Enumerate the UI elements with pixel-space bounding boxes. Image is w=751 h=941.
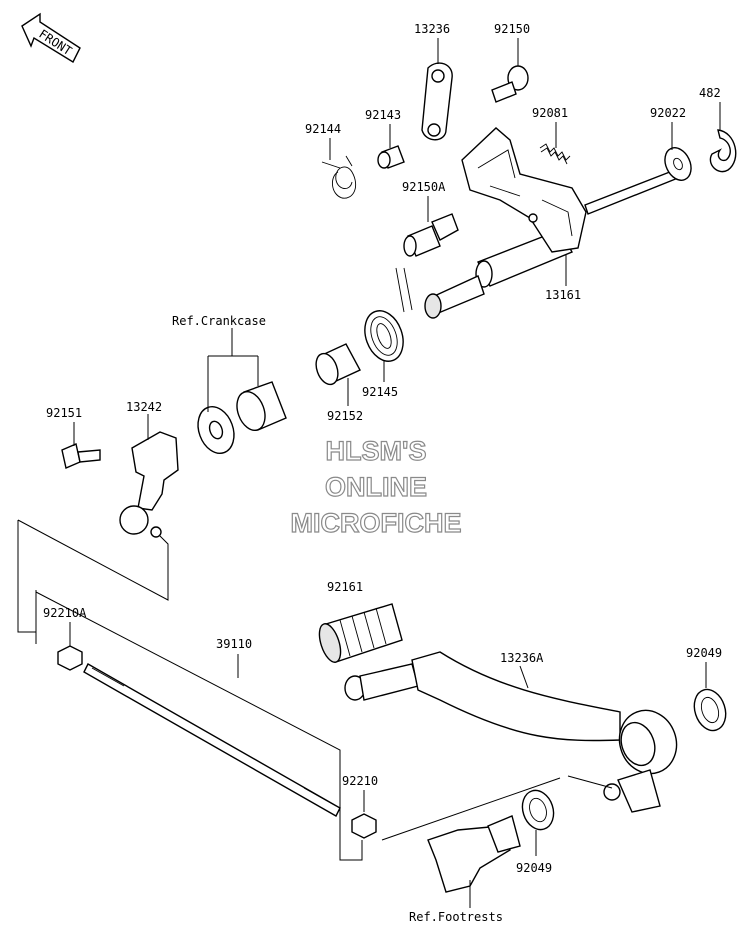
shift-lever-13242 xyxy=(119,431,179,538)
return-spring-92145 xyxy=(364,267,413,362)
label-92144: 92144 xyxy=(305,122,341,136)
shift-mechanism-arm xyxy=(461,127,587,253)
label-92152: 92152 xyxy=(327,409,363,423)
label-ref-footrests: Ref.Footrests xyxy=(409,910,503,924)
bolt-92150 xyxy=(491,65,529,103)
label-92022: 92022 xyxy=(650,106,686,120)
bushing-92152 xyxy=(315,343,361,386)
seal-92049-top xyxy=(693,688,727,732)
circlip-482 xyxy=(709,129,737,173)
front-arrow-icon: FRONT xyxy=(21,12,81,63)
seal-92049-bottom xyxy=(521,789,555,831)
label-13236A: 13236A xyxy=(500,651,544,665)
shift-shaft-13161 xyxy=(424,167,684,319)
footrest-bracket xyxy=(427,815,521,893)
nut-92210A xyxy=(57,645,83,671)
label-92161: 92161 xyxy=(327,580,363,594)
watermark-line2: ONLINE xyxy=(325,472,427,502)
label-92143: 92143 xyxy=(365,108,401,122)
label-13242: 13242 xyxy=(126,400,162,414)
label-92049-top: 92049 xyxy=(686,646,722,660)
pedal-rubber-92161 xyxy=(318,603,403,663)
bolt-92150A xyxy=(403,213,459,257)
label-92210: 92210 xyxy=(342,774,378,788)
label-92151: 92151 xyxy=(46,406,82,420)
watermark: HLSM'S ONLINE MICROFICHE xyxy=(290,435,462,538)
pedal-lever-13236A xyxy=(344,651,678,813)
link-arm-13236 xyxy=(421,62,453,141)
label-92049-bottom: 92049 xyxy=(516,861,552,875)
label-482: 482 xyxy=(699,86,721,100)
label-92210A: 92210A xyxy=(43,606,87,620)
bolt-92151 xyxy=(61,443,101,469)
label-39110: 39110 xyxy=(216,637,252,651)
label-13236: 13236 xyxy=(414,22,450,36)
label-ref-crankcase: Ref.Crankcase xyxy=(172,314,266,328)
washer-92022 xyxy=(664,147,692,181)
collar-92143 xyxy=(377,145,405,169)
spring-92081 xyxy=(539,143,571,165)
watermark-line3: MICROFICHE xyxy=(291,508,462,538)
tie-rod-39110 xyxy=(83,663,341,817)
label-92150A: 92150A xyxy=(402,180,446,194)
spring-92144 xyxy=(321,155,356,199)
label-13161: 13161 xyxy=(545,288,581,302)
part-labels: 13236 92150 482 92144 92143 92081 92022 … xyxy=(43,22,722,924)
watermark-line1: HLSM'S xyxy=(326,436,427,466)
label-92081: 92081 xyxy=(532,106,568,120)
crankcase-bushings xyxy=(197,381,287,454)
label-92145: 92145 xyxy=(362,385,398,399)
leader-lines xyxy=(17,38,721,908)
label-92150: 92150 xyxy=(494,22,530,36)
nut-92210 xyxy=(351,813,377,839)
